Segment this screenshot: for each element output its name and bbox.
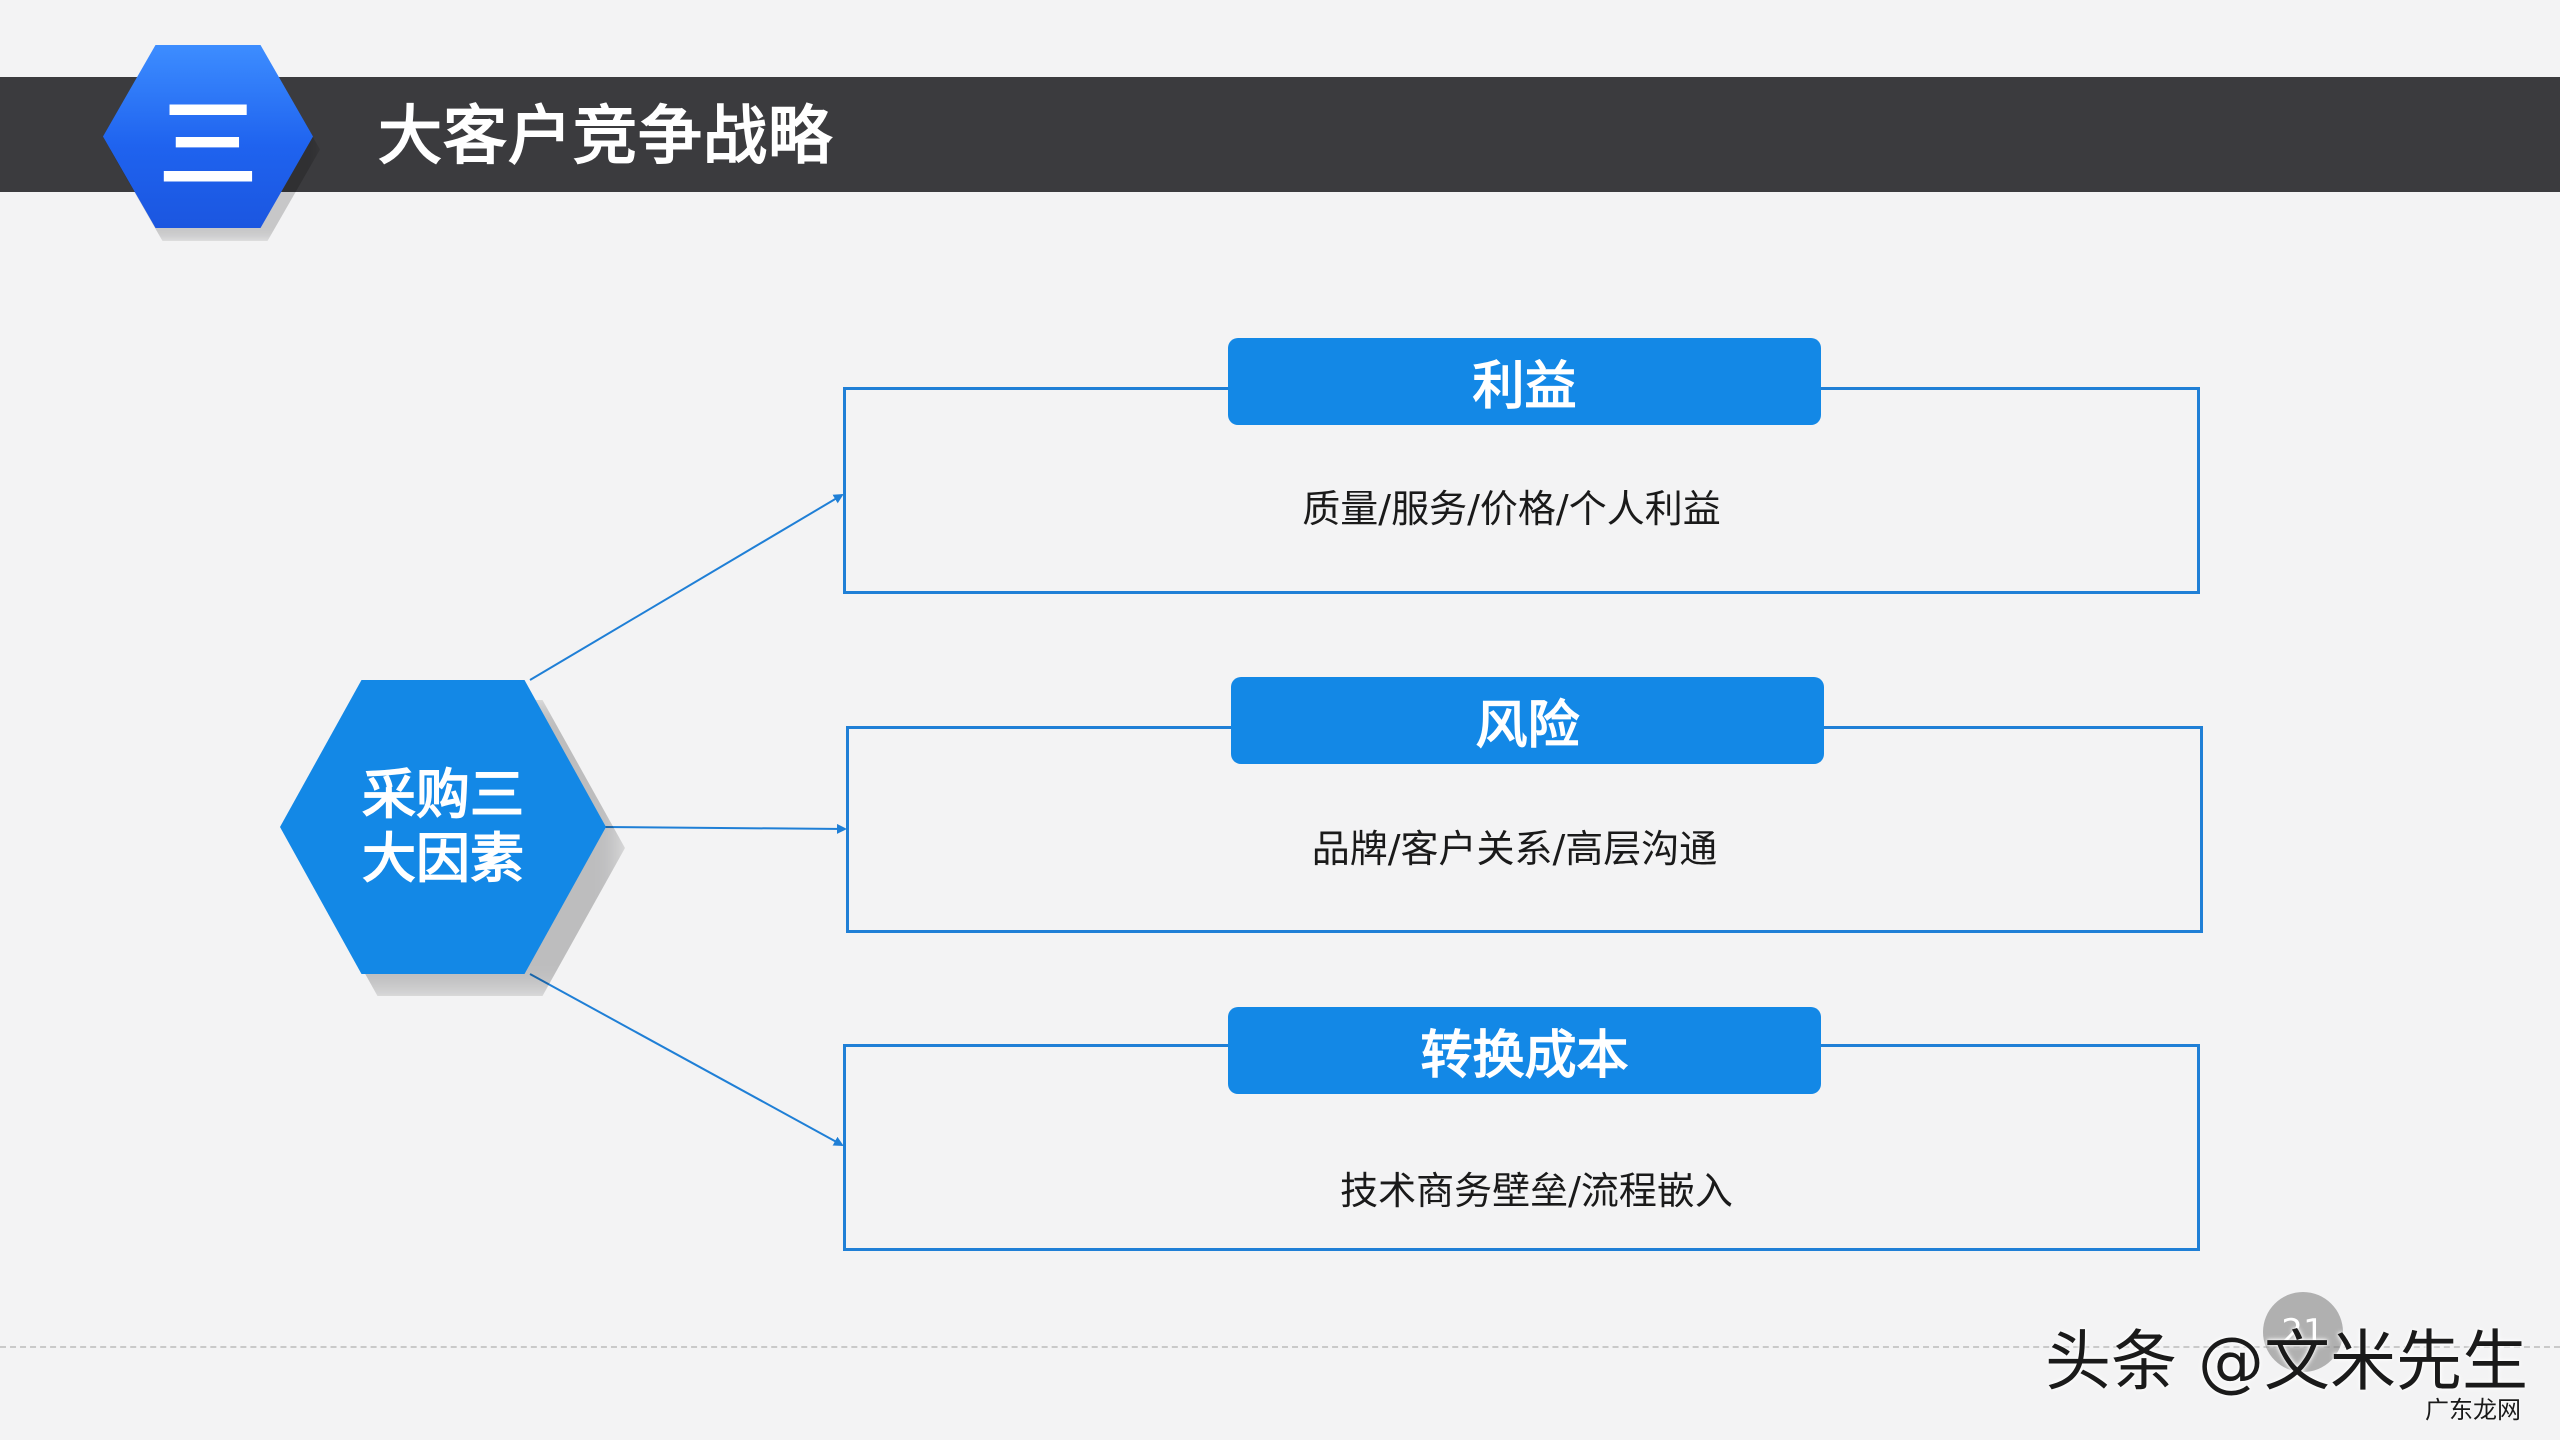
section-number-hexagon: [103, 45, 313, 228]
watermark-subtext: 广东龙网: [2425, 1396, 2521, 1424]
factor-title-benefit: 利益: [1228, 338, 1821, 425]
factor-detail-benefit: 质量/服务/价格/个人利益: [1302, 486, 1721, 531]
section-number: 三: [158, 88, 257, 203]
page-number: 21: [2263, 1292, 2343, 1372]
factor-detail-switching-cost: 技术商务壁垒/流程嵌入: [1340, 1168, 1733, 1213]
watermark-text: 头条 @文米先生: [2045, 1323, 2528, 1400]
page-title: 大客户竞争战略: [378, 100, 833, 174]
factor-title-risk: 风险: [1231, 677, 1824, 764]
factor-detail-risk: 品牌/客户关系/高层沟通: [1311, 826, 1718, 871]
connector-arrow-switching-cost: [529, 973, 844, 1146]
center-label-line-1: 采购三: [362, 763, 524, 826]
connector-arrow-risk: [603, 823, 847, 834]
footer-divider: [0, 1346, 2560, 1348]
connector-arrow-benefit: [529, 493, 844, 681]
factor-title-switching-cost: 转换成本: [1228, 1007, 1821, 1094]
center-label-line-2: 大因素: [362, 827, 524, 890]
header-bar: [0, 77, 2560, 192]
